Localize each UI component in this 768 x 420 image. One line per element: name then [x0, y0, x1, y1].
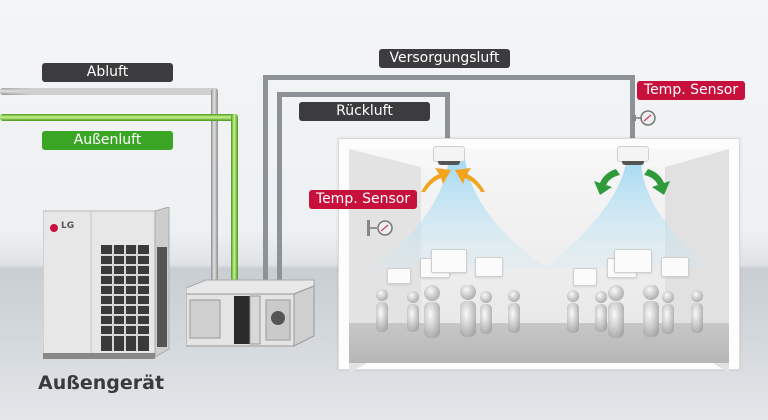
speech-bubble [573, 268, 597, 286]
people-group [376, 285, 703, 338]
wall-thermostat-sensor-icon [367, 218, 395, 242]
outside-air-label: Außenluft [42, 131, 173, 150]
return-air-duct-vertical [277, 92, 282, 282]
speech-bubble [661, 257, 689, 277]
outdoor-unit-brand-logo: LG [61, 221, 75, 231]
speech-bubble [614, 249, 652, 273]
speech-bubble [387, 268, 411, 284]
outside-air-pipe-horizontal [0, 114, 238, 121]
return-air-duct-horizontal [277, 92, 450, 97]
exhaust-air-pipe-horizontal [0, 88, 218, 95]
outdoor-unit-caption: Außengerät [38, 372, 165, 394]
speech-bubble [431, 249, 467, 273]
air-handling-unit [185, 278, 316, 354]
airflow-cones [369, 159, 709, 269]
exhaust-air-pipe-vertical [211, 88, 218, 288]
supply-air-label: Versorgungsluft [379, 49, 510, 68]
temp-sensor-label-ceiling: Temp. Sensor [637, 81, 745, 100]
exhaust-air-label: Abluft [42, 63, 173, 82]
return-air-label: Rückluft [299, 102, 430, 121]
supply-air-duct-vertical [263, 75, 268, 285]
return-air-duct-drop [445, 92, 450, 147]
outdoor-unit: LG [42, 206, 171, 366]
return-airflow-arrows-icon [417, 162, 489, 198]
supply-air-duct-horizontal [263, 75, 635, 80]
temp-sensor-label-wall: Temp. Sensor [309, 190, 417, 209]
supply-airflow-arrows-icon [590, 165, 674, 201]
speech-bubble [475, 257, 503, 277]
return-air-diffuser [433, 146, 465, 165]
supply-air-diffuser [617, 146, 649, 165]
supply-air-duct-drop [630, 75, 635, 147]
thermostat-sensor-icon [632, 108, 658, 132]
outside-air-pipe-vertical [231, 114, 238, 284]
